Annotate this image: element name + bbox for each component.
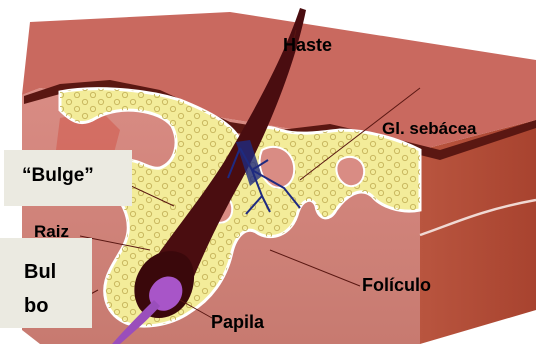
label-bulbo-line2: bo	[24, 296, 48, 316]
label-foliculo: Folículo	[362, 276, 431, 294]
label-papila: Papila	[211, 313, 264, 331]
label-haste: Haste	[283, 36, 332, 54]
label-bulge: “Bulge”	[22, 166, 94, 185]
label-bulbo-line1: Bul	[24, 262, 56, 282]
gland-lobe-2	[336, 157, 364, 186]
label-raiz: Raiz	[34, 223, 69, 240]
label-gl-sebacea: Gl. sebácea	[382, 120, 477, 137]
